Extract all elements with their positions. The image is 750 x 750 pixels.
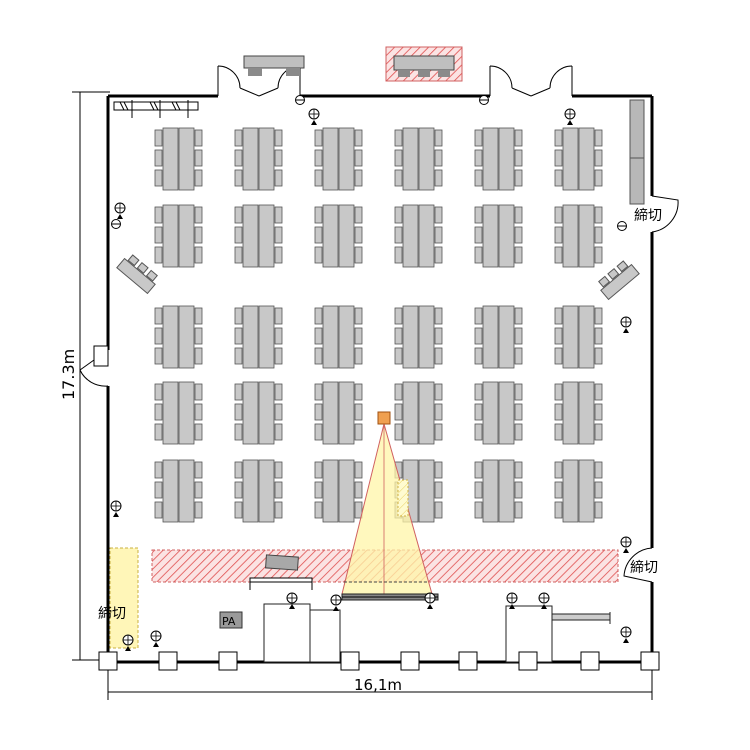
light-icon (114, 202, 126, 219)
light-icon (150, 630, 162, 647)
column (640, 651, 660, 671)
table-block (554, 381, 603, 445)
outlet-icon (295, 95, 305, 105)
outer-walls (106, 94, 654, 664)
speaker-tables (263, 603, 341, 663)
light-icon (308, 108, 320, 125)
outlet-icon (479, 95, 489, 105)
top-right-reception-desk (385, 46, 463, 82)
table-block (474, 127, 523, 191)
fixtures (110, 95, 632, 651)
width-label: 16,1m (354, 676, 402, 694)
table-block (394, 204, 443, 268)
lectern (265, 554, 299, 571)
table-block (314, 127, 363, 191)
pa-label: PA (222, 615, 236, 628)
pa-booth: PA (219, 611, 243, 629)
column (518, 651, 538, 671)
table-block (314, 381, 363, 445)
projector-icon (377, 411, 391, 425)
table-block (554, 305, 603, 369)
projection-cone (341, 411, 433, 595)
right-diagonal-table (598, 260, 640, 301)
wall-columns (98, 651, 660, 671)
table-block (154, 127, 203, 191)
table-block (474, 381, 523, 445)
height-label: 17.3m (59, 349, 78, 400)
table-block (554, 204, 603, 268)
table-block (314, 204, 363, 268)
table-block (154, 305, 203, 369)
table-block (234, 204, 283, 268)
column (340, 651, 360, 671)
table-block (474, 459, 523, 523)
table-block (394, 127, 443, 191)
light-icon (110, 500, 122, 517)
table-block (234, 459, 283, 523)
width-dimension (107, 668, 653, 700)
table-block (154, 204, 203, 268)
light-icon (330, 594, 342, 611)
table-block (314, 459, 363, 523)
top-right-entrance (489, 65, 573, 97)
light-icon (620, 626, 632, 643)
column (158, 651, 178, 671)
light-icon (424, 592, 436, 609)
table-block (234, 305, 283, 369)
column (580, 651, 600, 671)
outlet-icon (111, 219, 121, 229)
projection-screen (341, 593, 439, 601)
right-wall-cabinet (629, 99, 645, 205)
column (458, 651, 478, 671)
table-block (474, 204, 523, 268)
column (400, 651, 420, 671)
light-icon (286, 592, 298, 609)
light-icon (538, 592, 550, 609)
table-block (474, 305, 523, 369)
left-door (79, 345, 109, 387)
right-lower-cutoff-label: 締切 (630, 559, 658, 576)
table-block (234, 127, 283, 191)
right-lower-door (623, 547, 653, 583)
table-block (154, 459, 203, 523)
table-block (314, 305, 363, 369)
coat-rack (113, 100, 199, 118)
right-upper-cutoff-label: 締切 (634, 207, 662, 224)
light-icon (564, 108, 576, 125)
table-block (394, 305, 443, 369)
table-block (554, 127, 603, 191)
light-icon (122, 634, 134, 651)
right-upper-door (651, 195, 679, 233)
left-cutoff-zone: 締切 (98, 547, 139, 649)
left-diagonal-table (116, 254, 158, 295)
light-icon (620, 536, 632, 553)
table-block (554, 459, 603, 523)
stage-bench (249, 577, 313, 590)
table-block (394, 381, 443, 445)
table-grid (154, 127, 603, 523)
top-left-reception-desk (243, 55, 305, 76)
outlet-icon (617, 221, 627, 231)
column (218, 651, 238, 671)
light-icon (620, 316, 632, 333)
light-icon (506, 592, 518, 609)
table-block (154, 381, 203, 445)
left-cutoff-label: 締切 (98, 605, 126, 622)
table-block (234, 381, 283, 445)
column (98, 651, 118, 671)
